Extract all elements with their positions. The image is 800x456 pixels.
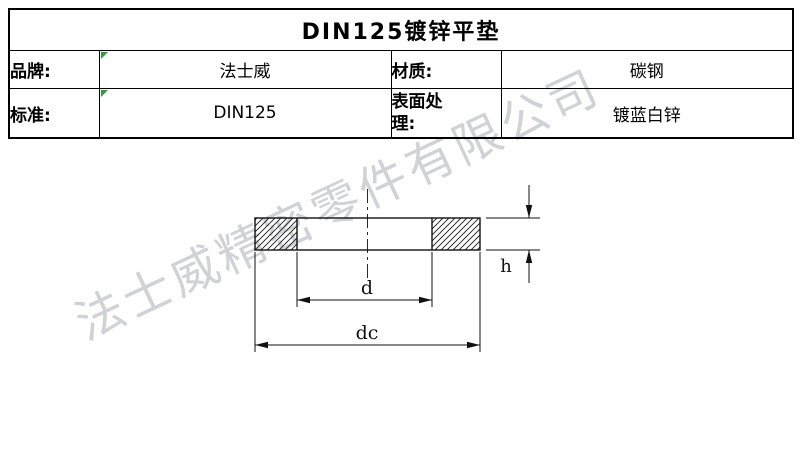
dimension-h: h — [486, 185, 540, 283]
dimension-h-label: h — [500, 256, 512, 277]
material-value: 碳钢 — [500, 50, 794, 89]
cell-flag-icon — [100, 90, 108, 97]
page-title: DIN125镀锌平垫 — [8, 8, 794, 51]
table-row: 品牌: 法士威 材质: 碳钢 — [8, 50, 794, 89]
brand-label: 品牌: — [8, 50, 100, 89]
material-label: 材质: — [390, 50, 502, 89]
table-row: 标准: DIN125 表面处理: 镀蓝白锌 — [8, 88, 794, 139]
brand-value: 法士威 — [219, 62, 271, 82]
surface-treatment-value: 镀蓝白锌 — [500, 88, 794, 139]
dimension-dc-label: dc — [356, 322, 379, 344]
spec-table: DIN125镀锌平垫 品牌: 法士威 材质: 碳钢 标准: DIN125 表面处… — [8, 8, 795, 139]
washer-cross-section — [254, 217, 481, 251]
cell-flag-icon — [100, 52, 108, 59]
dimension-d: d — [296, 252, 433, 307]
dimension-d-label: d — [361, 277, 373, 299]
brand-value-cell: 法士威 — [98, 50, 392, 89]
standard-label: 标准: — [8, 88, 100, 139]
standard-value-cell: DIN125 — [98, 88, 392, 139]
washer-drawing: d dc h — [254, 185, 540, 352]
standard-value: DIN125 — [213, 103, 277, 123]
title-row: DIN125镀锌平垫 — [8, 8, 794, 51]
surface-treatment-label: 表面处理: — [390, 88, 502, 139]
dimension-dc: dc — [254, 252, 481, 352]
surface-treatment-label-text: 表面处理: — [391, 91, 443, 134]
